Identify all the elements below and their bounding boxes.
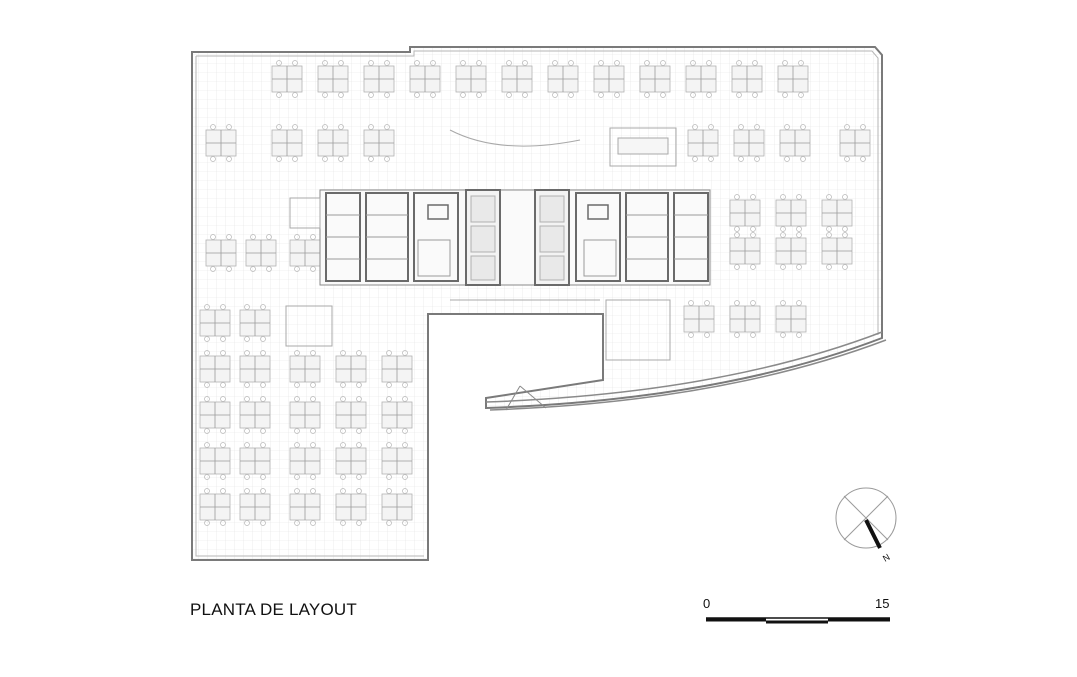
workstation bbox=[317, 60, 349, 98]
workstation bbox=[363, 60, 395, 98]
workstation bbox=[271, 124, 303, 162]
workstation bbox=[317, 124, 349, 162]
workstation bbox=[455, 60, 487, 98]
workstation bbox=[639, 60, 671, 98]
workstation bbox=[775, 232, 807, 270]
workstation bbox=[839, 124, 871, 162]
workstation bbox=[775, 194, 807, 232]
workstation bbox=[685, 60, 717, 98]
workstation bbox=[245, 234, 277, 272]
workstation bbox=[777, 60, 809, 98]
workstation bbox=[381, 350, 413, 388]
workstation bbox=[729, 232, 761, 270]
scale-bar-icon bbox=[706, 617, 890, 624]
workstation bbox=[335, 442, 367, 480]
north-label: N bbox=[881, 552, 892, 564]
workstation bbox=[775, 300, 807, 338]
workstation bbox=[729, 300, 761, 338]
workstation bbox=[687, 124, 719, 162]
workstation bbox=[363, 124, 395, 162]
workstation bbox=[199, 442, 231, 480]
workstation bbox=[205, 234, 237, 272]
workstation bbox=[289, 350, 321, 388]
workstation bbox=[239, 488, 271, 526]
workstation bbox=[683, 300, 715, 338]
workstation bbox=[239, 396, 271, 434]
workstation bbox=[547, 60, 579, 98]
workstation bbox=[335, 396, 367, 434]
workstation bbox=[729, 194, 761, 232]
workstation bbox=[199, 304, 231, 342]
meeting-rooms bbox=[285, 127, 677, 361]
workstation bbox=[409, 60, 441, 98]
workstation bbox=[733, 124, 765, 162]
workstation bbox=[239, 442, 271, 480]
workstation bbox=[335, 350, 367, 388]
workstation bbox=[731, 60, 763, 98]
building-core bbox=[319, 189, 711, 286]
workstation bbox=[593, 60, 625, 98]
workstation bbox=[821, 194, 853, 232]
workstation bbox=[199, 350, 231, 388]
drawing-title: PLANTA DE LAYOUT bbox=[190, 600, 357, 619]
workstation bbox=[381, 442, 413, 480]
workstation bbox=[335, 488, 367, 526]
scale-end-label: 15 bbox=[875, 596, 890, 611]
workstation bbox=[821, 232, 853, 270]
scale-start-label: 0 bbox=[703, 596, 711, 611]
workstation bbox=[239, 304, 271, 342]
workstation bbox=[381, 488, 413, 526]
workstation bbox=[289, 396, 321, 434]
workstation bbox=[289, 234, 321, 272]
floor-outline bbox=[191, 46, 887, 561]
workstation bbox=[289, 442, 321, 480]
workstation bbox=[271, 60, 303, 98]
workstation bbox=[205, 124, 237, 162]
workstation bbox=[779, 124, 811, 162]
workstation bbox=[199, 396, 231, 434]
workstation-clusters bbox=[199, 60, 871, 526]
workstation bbox=[239, 350, 271, 388]
north-arrow-icon: N bbox=[835, 487, 897, 564]
workstation bbox=[381, 396, 413, 434]
workstation bbox=[199, 488, 231, 526]
workstation bbox=[289, 488, 321, 526]
workstation bbox=[501, 60, 533, 98]
